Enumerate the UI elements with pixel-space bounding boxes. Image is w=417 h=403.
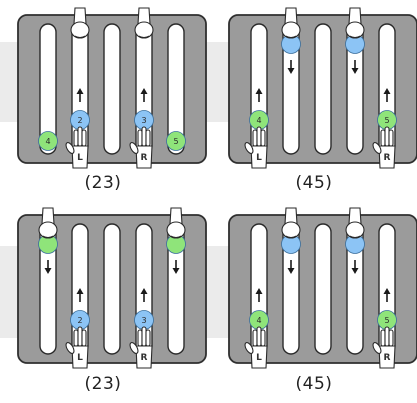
arrow-down-icon bbox=[287, 260, 295, 274]
slot-track-3 bbox=[103, 23, 121, 155]
arrow-down-icon bbox=[44, 260, 52, 274]
arrow-up-icon bbox=[383, 288, 391, 302]
hand-icon: R bbox=[129, 326, 153, 369]
hand-icon bbox=[166, 207, 186, 239]
hand-label: L bbox=[256, 353, 262, 363]
token-label: 5 bbox=[173, 137, 178, 146]
slot-track-5 bbox=[167, 23, 185, 155]
panel-caption-4: (45) bbox=[295, 374, 333, 394]
hand-label: L bbox=[77, 153, 83, 163]
hand-label: L bbox=[256, 153, 262, 163]
hand-icon bbox=[38, 207, 58, 239]
hand-label: R bbox=[141, 153, 148, 163]
token-label: 4 bbox=[256, 316, 261, 325]
token-green: 5 bbox=[166, 131, 186, 151]
arrow-up-icon bbox=[140, 88, 148, 102]
token-label: 3 bbox=[141, 116, 146, 125]
token-label: 3 bbox=[141, 316, 146, 325]
token-label: 5 bbox=[384, 116, 389, 125]
token-green: 4 bbox=[38, 131, 58, 151]
arrow-down-icon bbox=[351, 60, 359, 74]
slot-track-3 bbox=[103, 223, 121, 355]
token-blue: 3 bbox=[134, 310, 154, 330]
token-green: 4 bbox=[249, 110, 269, 130]
token-label: 5 bbox=[384, 316, 389, 325]
hand-icon: L bbox=[65, 126, 89, 169]
hand-label: L bbox=[77, 353, 83, 363]
arrow-up-icon bbox=[76, 88, 84, 102]
arrow-up-icon bbox=[140, 288, 148, 302]
hand-icon: L bbox=[244, 326, 268, 369]
arrow-up-icon bbox=[76, 288, 84, 302]
panel-caption-1: (23) bbox=[84, 173, 122, 193]
hand-icon: L bbox=[244, 126, 268, 169]
arrow-down-icon bbox=[287, 60, 295, 74]
slot-track-3 bbox=[314, 23, 332, 155]
hand-icon bbox=[281, 207, 301, 239]
hand-icon bbox=[134, 7, 154, 39]
slot-track-1 bbox=[39, 23, 57, 155]
hand-label: R bbox=[384, 153, 391, 163]
panel-caption-2: (45) bbox=[295, 173, 333, 193]
hand-icon bbox=[70, 7, 90, 39]
token-label: 4 bbox=[256, 116, 261, 125]
slot-track-3 bbox=[314, 223, 332, 355]
hand-label: R bbox=[384, 353, 391, 363]
arrow-down-icon bbox=[172, 260, 180, 274]
arrow-down-icon bbox=[351, 260, 359, 274]
arrow-up-icon bbox=[255, 288, 263, 302]
token-label: 4 bbox=[45, 137, 50, 146]
hand-label: R bbox=[141, 353, 148, 363]
hand-icon bbox=[345, 207, 365, 239]
arrow-up-icon bbox=[255, 88, 263, 102]
hand-icon: R bbox=[129, 126, 153, 169]
token-label: 2 bbox=[77, 116, 82, 125]
hand-icon: R bbox=[372, 326, 396, 369]
hand-icon: L bbox=[65, 326, 89, 369]
hand-icon bbox=[345, 7, 365, 39]
hand-icon: R bbox=[372, 126, 396, 169]
arrow-up-icon bbox=[383, 88, 391, 102]
token-label: 2 bbox=[77, 316, 82, 325]
hand-icon bbox=[281, 7, 301, 39]
panel-caption-3: (23) bbox=[84, 374, 122, 394]
